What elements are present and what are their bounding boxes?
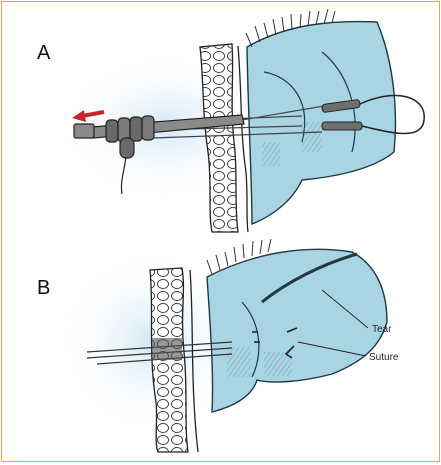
wall-layer-a — [200, 44, 238, 232]
hatch-b1 — [227, 347, 251, 377]
instrument-cap — [74, 124, 94, 138]
panel-label-a: A — [37, 42, 50, 65]
callout-tear: Tear — [372, 324, 391, 335]
hatch-a1 — [302, 122, 322, 152]
hatch-a2 — [262, 142, 280, 166]
panel-label-b: B — [37, 277, 50, 300]
callout-suture: Suture — [369, 352, 398, 363]
knot-cluster — [152, 338, 182, 360]
tissue-flap-b — [207, 249, 387, 412]
panel-b-diagram — [57, 239, 387, 452]
anchor-a2 — [322, 122, 362, 130]
panel-a-diagram — [57, 9, 424, 232]
